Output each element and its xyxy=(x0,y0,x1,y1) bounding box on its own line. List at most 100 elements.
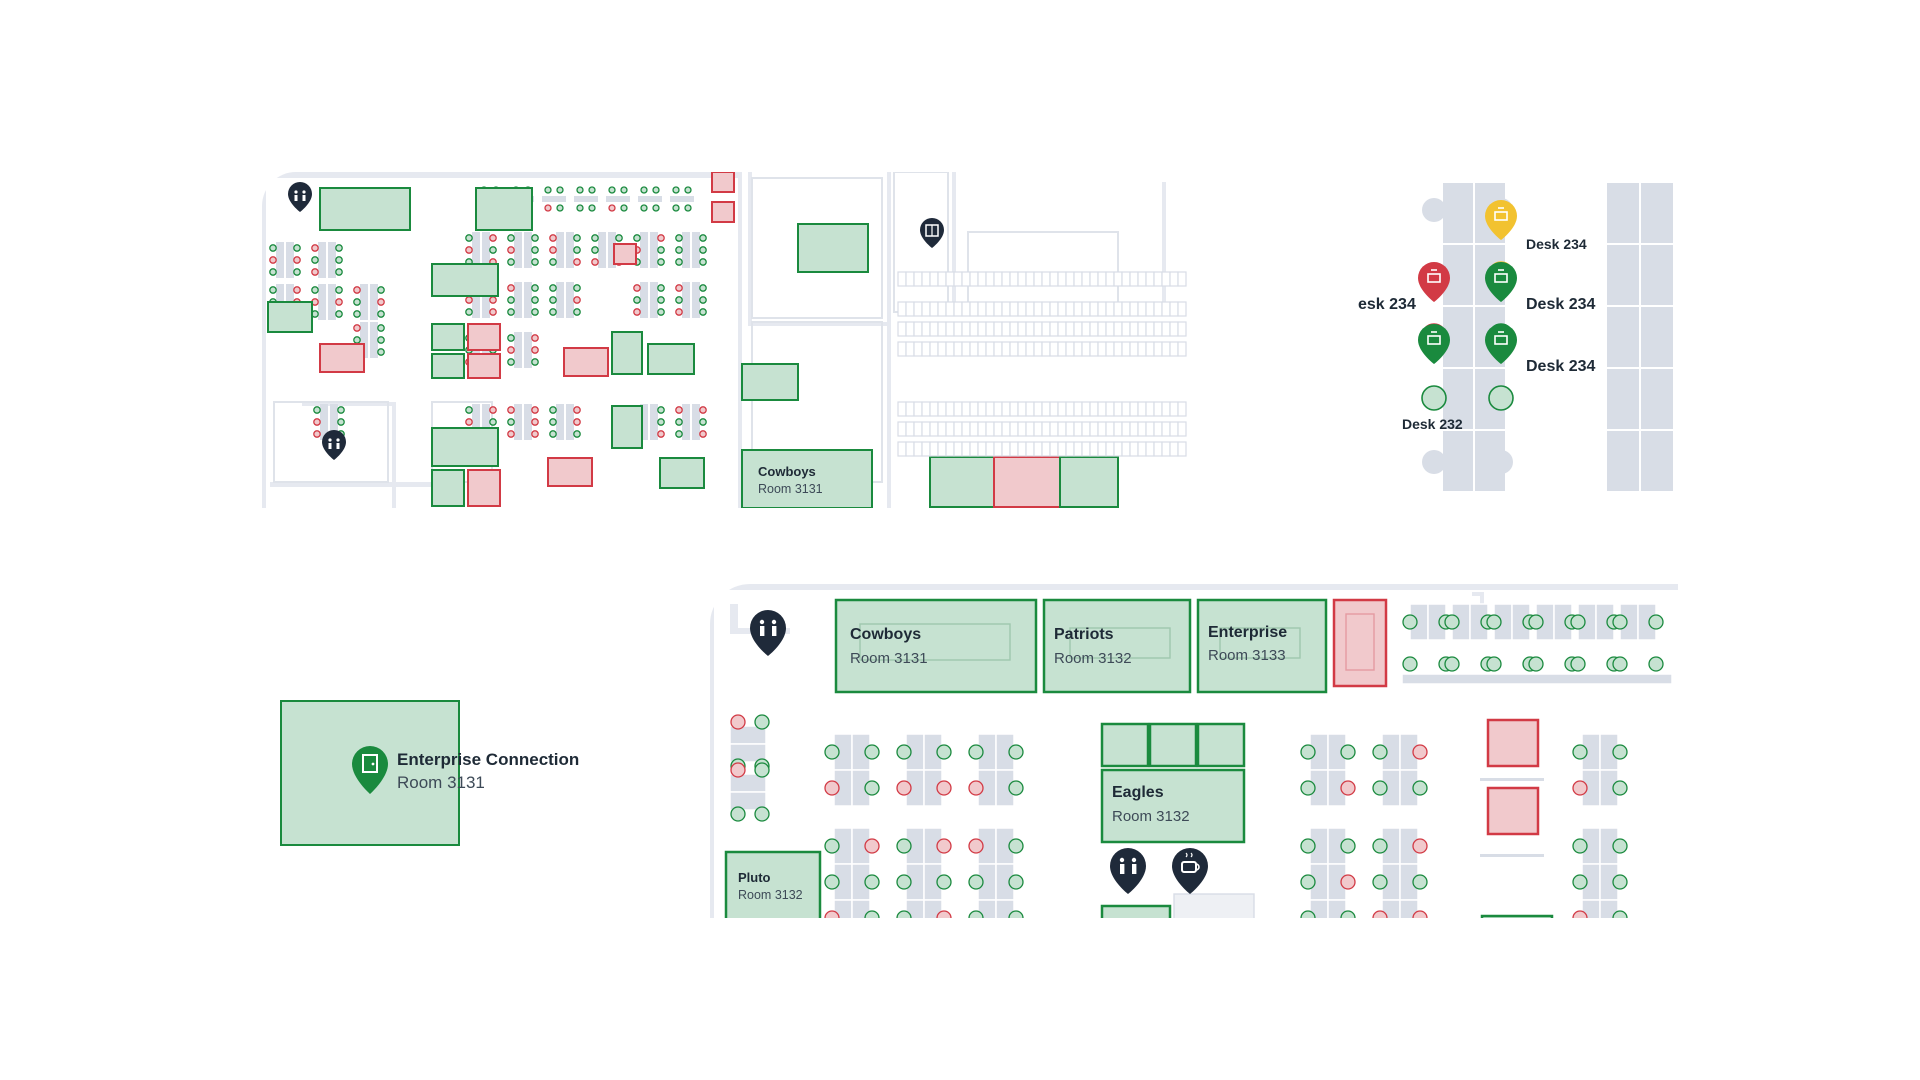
seat xyxy=(1137,441,1147,457)
desk-chair xyxy=(620,186,628,194)
seat xyxy=(969,441,979,457)
seat xyxy=(1153,341,1163,357)
restroom-icon[interactable] xyxy=(322,430,346,460)
room-patriots xyxy=(1042,598,1192,694)
seat xyxy=(1177,441,1187,457)
desk-chair xyxy=(864,838,880,854)
desk-pin-booked[interactable] xyxy=(1418,262,1450,302)
restroom-icon[interactable] xyxy=(288,182,312,212)
desk-chair xyxy=(576,204,584,212)
room-detail-view[interactable]: Enterprise Connection Room 3131 xyxy=(280,700,620,850)
desk-chair xyxy=(293,286,301,294)
seat xyxy=(1065,341,1075,357)
desk-chair xyxy=(633,296,641,304)
desk-pin-available[interactable] xyxy=(1485,324,1517,364)
desk-chair xyxy=(608,204,616,212)
desk-chair xyxy=(730,714,746,730)
desk-chair xyxy=(640,186,648,194)
desk-pin-available[interactable] xyxy=(1418,324,1450,364)
desk-chair xyxy=(1008,780,1024,796)
seat xyxy=(1049,441,1059,457)
desk-label: Desk 234 xyxy=(1526,236,1587,252)
desk-chair xyxy=(824,910,840,918)
seat xyxy=(1161,401,1171,417)
seat xyxy=(953,271,963,287)
desk-table xyxy=(320,404,328,440)
seat xyxy=(937,271,947,287)
desk-chair xyxy=(657,430,665,438)
room-name: Enterprise xyxy=(1208,624,1288,641)
desk-chair xyxy=(936,780,952,796)
desk-chair xyxy=(337,406,345,414)
seat xyxy=(1153,441,1163,457)
desk-chair xyxy=(353,336,361,344)
seat xyxy=(985,441,995,457)
desk-chair xyxy=(1570,656,1586,672)
desk-pin-available[interactable] xyxy=(1485,262,1517,302)
desk-chair xyxy=(675,284,683,292)
seat xyxy=(1073,271,1083,287)
seat xyxy=(1025,401,1035,417)
desk-chair xyxy=(1612,838,1628,854)
seat xyxy=(921,441,931,457)
desk-chair xyxy=(573,258,581,266)
desk-zoom-view[interactable]: esk 234 Desk 234 Desk 234 Desk 234 Desk … xyxy=(1358,180,1684,496)
desk-table xyxy=(729,743,767,763)
desk-chair xyxy=(652,204,660,212)
seat xyxy=(1065,321,1075,337)
seat xyxy=(1169,421,1179,437)
seat xyxy=(1113,321,1123,337)
seat xyxy=(1057,301,1067,317)
door-icon[interactable] xyxy=(348,744,392,804)
room-number: Room 3132 xyxy=(738,888,803,902)
room-name: Eagles xyxy=(1112,784,1164,801)
seat xyxy=(1153,301,1163,317)
desk-chair xyxy=(657,246,665,254)
seat xyxy=(905,271,915,287)
seat xyxy=(969,341,979,357)
desk-chair xyxy=(353,286,361,294)
desk-chair xyxy=(335,286,343,294)
desk-chair xyxy=(573,246,581,254)
desk-chair xyxy=(573,406,581,414)
seat xyxy=(1025,441,1035,457)
desk-table xyxy=(640,232,648,268)
restroom-icon[interactable] xyxy=(1110,848,1146,894)
desk-chair xyxy=(1412,838,1428,854)
desk-table xyxy=(472,232,480,268)
floor-plan-detail[interactable]: Cowboys Room 3131 Patriots Room 3132 Ent… xyxy=(710,584,1678,918)
room-name: Cowboys xyxy=(850,626,922,643)
elevator-icon[interactable] xyxy=(920,218,944,248)
seat xyxy=(1105,321,1115,337)
desk-chair xyxy=(754,762,770,778)
desk-chair xyxy=(864,910,880,918)
desk-table xyxy=(851,899,871,918)
desk-chair xyxy=(573,284,581,292)
seat xyxy=(913,421,923,437)
seat xyxy=(937,301,947,317)
desk-table xyxy=(556,232,564,268)
desk-chair xyxy=(588,204,596,212)
desk-table xyxy=(640,282,648,318)
seat xyxy=(1113,341,1123,357)
floor-plan-overview[interactable]: Cowboys Room 3131 xyxy=(262,172,1206,508)
desk-chair xyxy=(591,258,599,266)
seat xyxy=(993,301,1003,317)
seat xyxy=(969,401,979,417)
seat xyxy=(1129,271,1139,287)
desk-chair xyxy=(531,284,539,292)
desk-pin-pending[interactable] xyxy=(1485,200,1517,240)
seat xyxy=(913,441,923,457)
desk-chair xyxy=(699,430,707,438)
seat xyxy=(1121,401,1131,417)
seat xyxy=(1129,301,1139,317)
desk-chair xyxy=(684,186,692,194)
seat xyxy=(1161,321,1171,337)
seat xyxy=(1129,321,1139,337)
desk-chair xyxy=(531,246,539,254)
coffee-icon[interactable] xyxy=(1172,848,1208,894)
desk-chair xyxy=(1612,910,1628,918)
restroom-icon[interactable] xyxy=(750,610,786,656)
room-cowboys xyxy=(741,449,873,508)
seat xyxy=(913,301,923,317)
